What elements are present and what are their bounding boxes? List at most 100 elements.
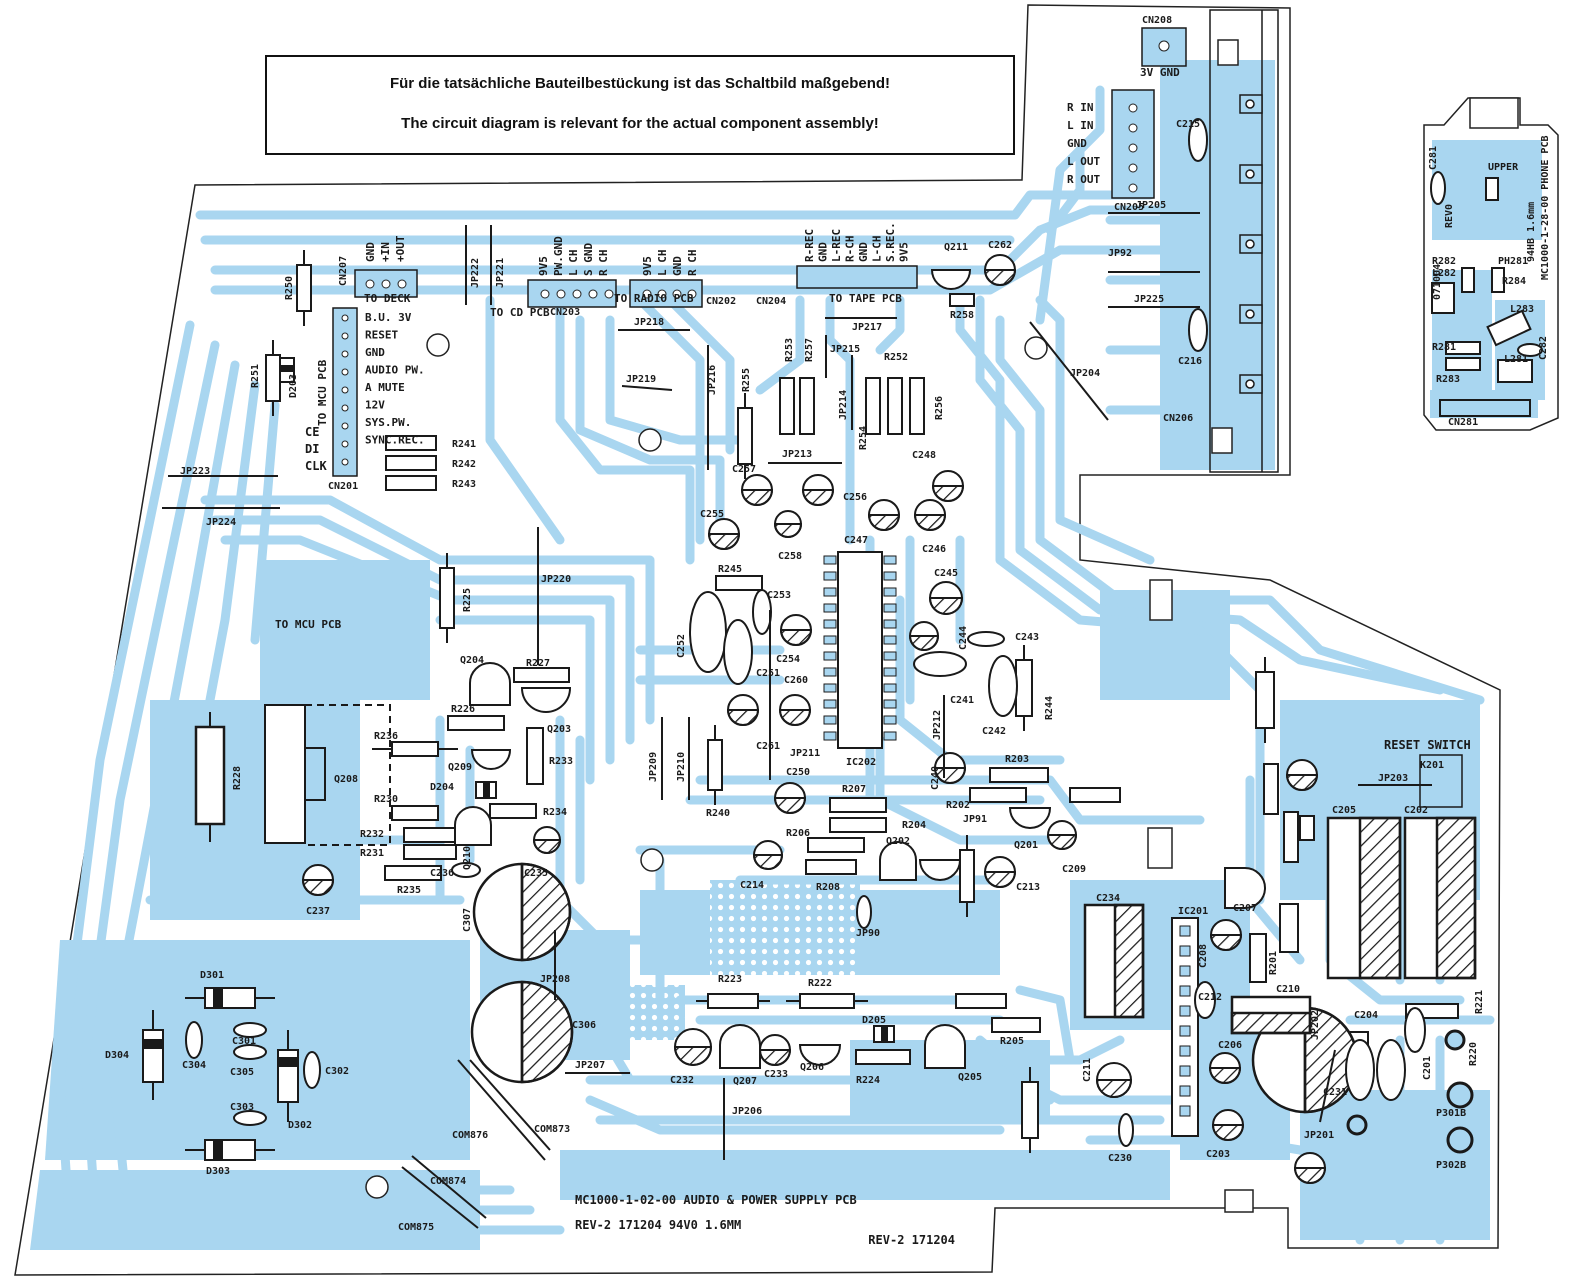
cn201-pin-label: 12V (365, 399, 385, 412)
cn207-pin-label: +OUT (394, 235, 407, 262)
electrolytic-capacitor (779, 614, 813, 646)
to-deck-label: TO DECK (364, 292, 411, 305)
designator-c215: C215 (1176, 119, 1200, 130)
designator-c210: C210 (1276, 984, 1300, 995)
cn207-pin-label: GND (364, 242, 377, 262)
designator-r257: R257 (804, 338, 815, 362)
designator-c305: C305 (230, 1067, 254, 1078)
main-board (14, 4, 1501, 1276)
designator-jp216: JP216 (707, 365, 718, 395)
designator-c201: C201 (1422, 1056, 1433, 1080)
designator-r258: R258 (950, 310, 974, 321)
to-cd-label: TO CD PCB (490, 306, 550, 319)
designator-c255: C255 (700, 509, 724, 520)
designator-c260: C260 (784, 675, 808, 686)
copper-traces (55, 85, 1495, 1245)
cn201-pin-label: A MUTE (365, 381, 405, 394)
electrolytic-capacitor (1208, 1052, 1242, 1084)
phone-board (1423, 97, 1559, 431)
electrolytic-capacitor (933, 752, 967, 784)
designator-r208: R208 (816, 882, 840, 893)
designator-r207: R207 (842, 784, 866, 795)
designator-jp203: JP203 (1378, 773, 1408, 784)
designator-ic201: IC201 (1178, 906, 1208, 917)
designator-d303: D303 (206, 1166, 230, 1177)
cn204-pin-label: L-REC (830, 229, 843, 262)
connector-bodies (332, 27, 1463, 808)
cn201-body (332, 307, 358, 477)
designator-r236: R236 (374, 731, 398, 742)
designator-r244: R244 (1044, 696, 1055, 720)
designator-c209: C209 (1062, 864, 1086, 875)
designator-c216: C216 (1178, 356, 1202, 367)
designator-d204: D204 (430, 782, 454, 793)
diodes (142, 357, 1315, 1161)
cn201-pin-label: CLK (305, 459, 327, 473)
designator-c230: C230 (1108, 1153, 1132, 1164)
cn205-pin-label: R IN (1067, 101, 1094, 114)
designator-cn203: CN203 (550, 307, 580, 318)
cn204-body (796, 265, 918, 289)
designator-q201: Q201 (1014, 840, 1038, 851)
designator-c252: C252 (676, 634, 687, 658)
phone-designator-ph281: PH281 (1498, 256, 1528, 267)
electrolytic-capacitor (673, 1028, 713, 1066)
designator-c251: C251 (756, 668, 780, 679)
designator-cn208: CN208 (1142, 15, 1172, 26)
designator-com876: COM876 (452, 1130, 488, 1141)
electrolytic-capacitor (1046, 820, 1078, 850)
designator-c247: C247 (844, 535, 868, 546)
cn203-pin-label: S GND (582, 243, 595, 276)
designator-c258: C258 (778, 551, 802, 562)
test-pads (1346, 1029, 1474, 1154)
designator-c237: C237 (306, 906, 330, 917)
electrolytic-capacitor (301, 864, 335, 896)
q208-transistor (264, 704, 391, 846)
designator-jp202: JP202 (1310, 1010, 1321, 1040)
designator-c248: C248 (912, 450, 936, 461)
electrolytic-capacitor (726, 694, 760, 726)
designator-jp205: JP205 (1136, 200, 1166, 211)
designator-jp225: JP225 (1134, 294, 1164, 305)
designator-jp207: JP207 (575, 1060, 605, 1071)
designator-jp219: JP219 (626, 374, 656, 385)
designator-d203: D203 (288, 374, 299, 398)
box-capacitors (1083, 816, 1477, 1035)
cn201-pin-label: GND (365, 346, 385, 359)
designator-r226: R226 (451, 704, 475, 715)
designator-q204: Q204 (460, 655, 484, 666)
cn201-pin-label: AUDIO PW. (365, 364, 425, 377)
cn201-pin-label: SYNC.REC. (365, 434, 425, 447)
reset-switch-label: RESET SWITCH (1384, 738, 1471, 752)
cn204-pin-label: 9V5 (898, 242, 911, 262)
cn203-pin-label: L CH (567, 250, 580, 277)
designator-c233: C233 (764, 1069, 788, 1080)
cn205-pin-label: L IN (1067, 119, 1094, 132)
cn204-pin-label: GND (817, 242, 830, 262)
designator-c245: C245 (934, 568, 958, 579)
to-mcu-vertical-label: TO MCU PCB (316, 359, 329, 426)
designator-jp211: JP211 (790, 748, 820, 759)
designator-c242: C242 (982, 726, 1006, 737)
designator-jp210: JP210 (676, 752, 687, 782)
designator-r234: R234 (543, 807, 567, 818)
cn203-body (527, 279, 617, 308)
cn201-pin-label: B.U. 3V (365, 311, 412, 324)
designator-c231: C231 (1323, 1087, 1347, 1098)
designator-p301b: P301B (1436, 1108, 1466, 1119)
designator-c204: C204 (1354, 1010, 1378, 1021)
designator-r256: R256 (934, 396, 945, 420)
electrolytic-capacitor (707, 518, 741, 550)
phone-designator-cn281: CN281 (1448, 417, 1478, 428)
designator-r233: R233 (549, 756, 573, 767)
cn204-pin-label: L-CH (871, 236, 884, 263)
designator-c304: C304 (182, 1060, 206, 1071)
main-board-title: MC1000-1-02-00 AUDIO & POWER SUPPLY PCB (575, 1193, 857, 1207)
connector-pads (341, 40, 1170, 466)
designator-jp217: JP217 (852, 322, 882, 333)
mounting-hole (1024, 336, 1048, 360)
designator-k201: K201 (1420, 760, 1444, 771)
via-field (625, 985, 685, 1040)
designator-r243: R243 (452, 479, 476, 490)
cn204-pin-label: S.REC. (884, 222, 897, 262)
